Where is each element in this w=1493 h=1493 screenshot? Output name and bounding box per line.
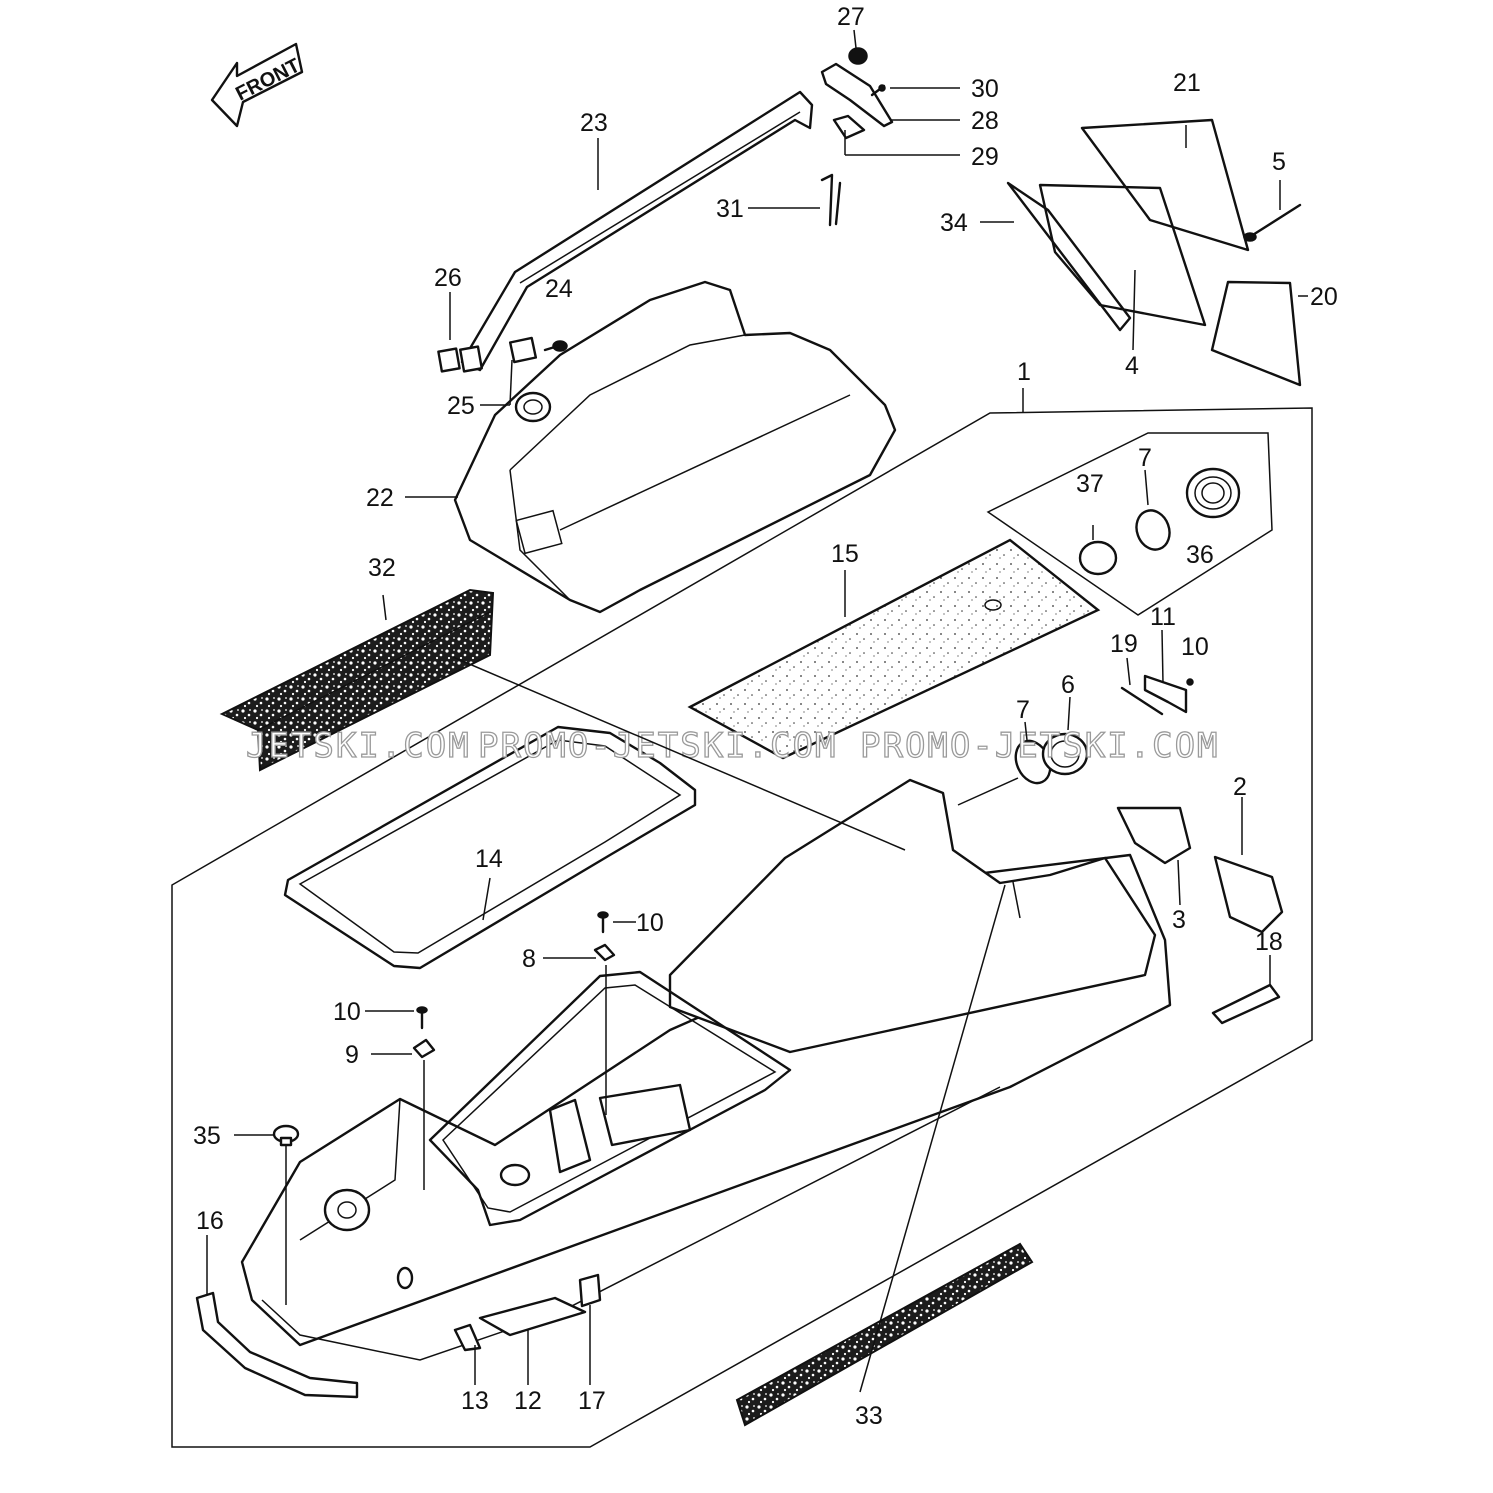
callout-11: 11: [1150, 603, 1176, 631]
callout-9: 9: [345, 1041, 359, 1069]
mat-32: [219, 588, 495, 772]
plate-13: [453, 1323, 482, 1352]
callout-33: 33: [855, 1402, 883, 1430]
gasket-14: [283, 725, 697, 970]
callout-24: 24: [545, 275, 573, 303]
bumper-16: [195, 1291, 359, 1399]
screw-24: [543, 340, 568, 352]
lever-28: [820, 62, 894, 128]
panel-34: [1006, 181, 1132, 332]
callout-29: 29: [971, 143, 999, 171]
callout-32: 32: [368, 554, 396, 582]
callout-34: 34: [940, 209, 968, 237]
screw-10c: [1186, 678, 1194, 686]
plate-12: [478, 1296, 587, 1337]
callout-23: 23: [580, 109, 608, 137]
cap-37: [1078, 540, 1118, 576]
panel-20: [1210, 280, 1302, 387]
callout-labels: 1 2 3 4 5 6 7 7 8 9 10 10 10 11 12 13 14…: [193, 3, 1338, 1430]
callout-21: 21: [1173, 69, 1201, 97]
clip-19: [1120, 686, 1164, 716]
callout-17: 17: [578, 1387, 606, 1415]
front-arrow-icon: FRONT: [210, 42, 304, 128]
callout-7b: 7: [1016, 696, 1030, 724]
fitting-36: [1185, 467, 1241, 519]
callout-14: 14: [475, 845, 503, 873]
callout-30: 30: [971, 75, 999, 103]
strip-18: [1211, 983, 1281, 1025]
cap-6: [1041, 732, 1089, 776]
callout-13: 13: [461, 1387, 489, 1415]
subgroup-bracket: [986, 432, 1273, 616]
callout-35: 35: [193, 1122, 221, 1150]
watermark-left: JETSKI.COM: [246, 726, 471, 766]
bolt-10b: [416, 1006, 428, 1030]
hull-1: [240, 778, 1172, 1361]
callout-16: 16: [196, 1207, 224, 1235]
panel-21: [1080, 118, 1250, 252]
bracket-26b: [459, 345, 483, 373]
callout-4: 4: [1125, 352, 1139, 380]
callout-31: 31: [716, 195, 744, 223]
callout-5: 5: [1272, 148, 1286, 176]
callout-28: 28: [971, 107, 999, 135]
watermark-middle: PROMO-JETSKI.COM: [478, 726, 838, 766]
tray-hole: [984, 599, 1002, 611]
callout-25: 25: [447, 392, 475, 420]
callout-36: 36: [1186, 541, 1214, 569]
callout-19: 19: [1110, 630, 1138, 658]
callout-12: 12: [514, 1387, 542, 1415]
bracket-26: [437, 347, 461, 373]
mat-33: [735, 1242, 1034, 1427]
ring-7a: [1135, 509, 1171, 551]
callout-10c: 10: [1181, 633, 1209, 661]
block-29: [832, 114, 866, 140]
callout-15: 15: [831, 540, 859, 568]
callout-37: 37: [1076, 470, 1104, 498]
clip-31: [820, 173, 842, 227]
callout-10a: 10: [636, 909, 664, 937]
callout-22: 22: [366, 484, 394, 512]
front-label: FRONT: [232, 55, 303, 106]
leader-lines: [206, 29, 1308, 1393]
callout-27: 27: [837, 3, 865, 31]
watermark-right: PROMO-JETSKI.COM: [860, 726, 1220, 766]
callout-20: 20: [1310, 283, 1338, 311]
hood-22: [453, 280, 897, 614]
callout-10b: 10: [333, 998, 361, 1026]
panel-4: [1038, 183, 1207, 327]
callout-7a: 7: [1138, 444, 1152, 472]
bolt-10a: [597, 911, 609, 934]
knob-27: [848, 47, 868, 65]
tray-15: [687, 538, 1101, 760]
callout-26: 26: [434, 264, 462, 292]
callout-2: 2: [1233, 773, 1247, 801]
screw-5: [1243, 203, 1302, 242]
bracket-25: [508, 336, 538, 364]
callout-3: 3: [1172, 906, 1186, 934]
clip-9: [412, 1038, 436, 1059]
block-17: [578, 1273, 602, 1308]
callout-1: 1: [1017, 358, 1031, 386]
screw-30: [870, 84, 886, 97]
bracket-11: [1143, 674, 1188, 714]
callout-18: 18: [1255, 928, 1283, 956]
handle-pole: [460, 90, 814, 372]
callout-8: 8: [522, 945, 536, 973]
guard-3: [1116, 806, 1192, 865]
plug-35: [272, 1124, 300, 1147]
guard-2: [1213, 855, 1284, 934]
hull-group-bracket: [171, 407, 1313, 1448]
clip-8: [593, 943, 616, 962]
callout-6: 6: [1061, 671, 1075, 699]
